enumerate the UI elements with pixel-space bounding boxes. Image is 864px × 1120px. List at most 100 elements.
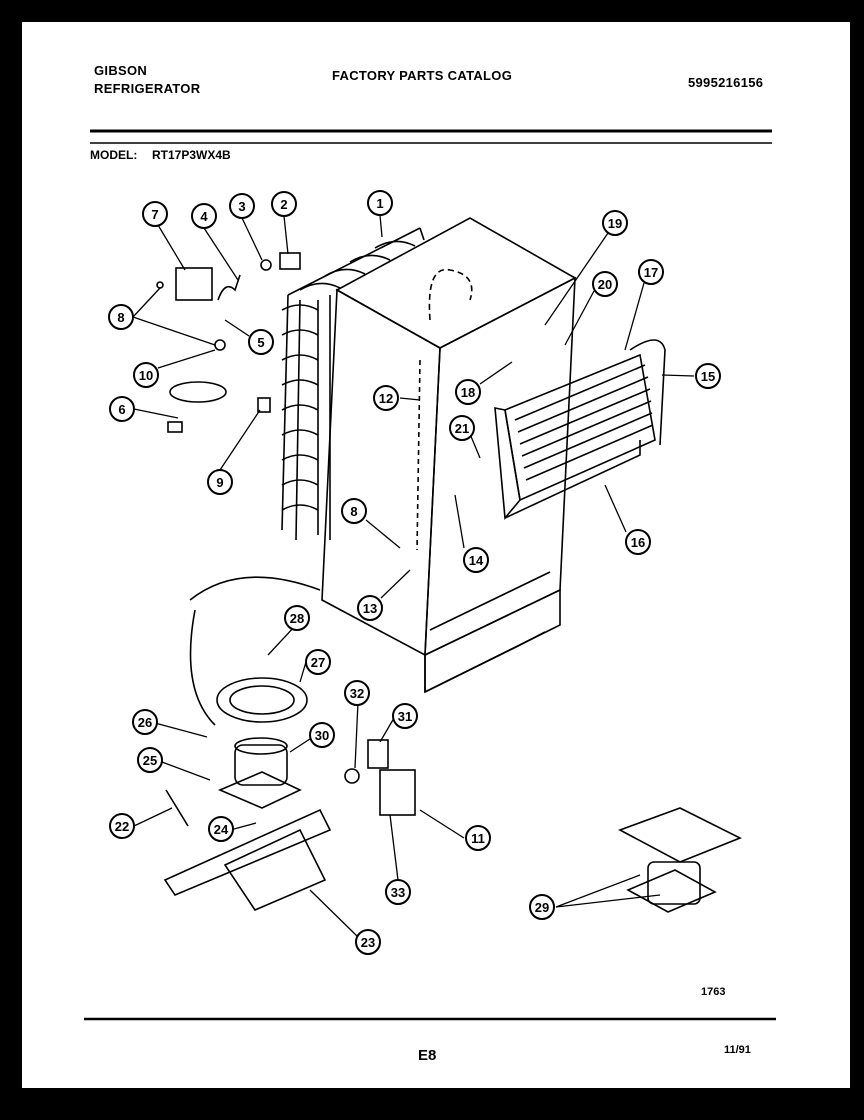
callout-17: 17 [638,259,664,285]
condenser-tube-23 [163,808,332,896]
svg-text:8: 8 [117,310,124,325]
svg-text:30: 30 [315,728,329,743]
catalog-title: FACTORY PARTS CATALOG [332,68,513,83]
svg-text:24: 24 [214,822,229,837]
callout-8-left: 8 [108,304,134,330]
refrigerator-cabinet [321,217,577,694]
svg-text:3: 3 [238,199,245,214]
svg-text:4: 4 [200,209,208,224]
svg-text:11: 11 [471,831,485,846]
catalog-number: 5995216156 [688,75,764,90]
svg-text:21: 21 [455,421,469,436]
callout-30: 30 [309,722,335,748]
condenser-coil [281,227,425,541]
svg-text:33: 33 [391,885,405,900]
svg-text:10: 10 [139,368,153,383]
wire-harness-4 [217,274,241,301]
relay-33 [379,769,416,816]
svg-text:27: 27 [311,655,325,670]
cabinet-top [335,217,577,349]
callout-12: 12 [373,385,399,411]
svg-text:18: 18 [461,385,475,400]
leader-lines [132,214,695,938]
callout-28: 28 [284,605,310,631]
left-hardware [156,252,301,433]
clip-9 [257,397,271,413]
cap-32 [344,768,360,784]
alternate-compressor [618,807,742,913]
callout-5: 5 [248,329,274,355]
page-number: E8 [418,1047,436,1064]
product-name: REFRIGERATOR [94,81,201,96]
compressor-assembly [163,576,416,911]
svg-text:26: 26 [138,715,152,730]
revision-date: 11/91 [724,1044,751,1056]
callout-33: 33 [385,879,411,905]
tube-12 [416,359,421,551]
svg-text:22: 22 [115,819,129,834]
callout-19: 19 [602,210,628,236]
svg-text:6: 6 [118,402,125,417]
compressor-body [234,744,288,786]
alt-compressor-body [647,861,701,905]
svg-text:2: 2 [280,197,287,212]
svg-text:20: 20 [598,277,612,292]
callout-27: 27 [305,649,331,675]
grommet-10 [214,339,226,351]
mounting-tray [223,828,327,911]
callout-15: 15 [695,363,721,389]
svg-text:8: 8 [350,504,357,519]
cabinet-base-front [424,588,561,694]
callout-22: 22 [109,813,135,839]
overload-31 [367,739,389,769]
callout-4: 4 [191,203,217,229]
callout-11: 11 [465,825,491,851]
thermostat-2 [279,252,301,270]
callout-9: 9 [207,469,233,495]
evaporator-assembly [494,339,666,520]
catalog-sheet [22,22,850,1088]
screw-3 [260,259,272,271]
callout-6: 6 [109,396,135,422]
compressor-grommet [216,677,308,723]
svg-text:16: 16 [631,535,645,550]
svg-text:25: 25 [143,753,157,768]
cabinet-left-side [321,288,441,657]
svg-text:7: 7 [151,207,158,222]
filter-drier-22 [165,789,189,827]
callout-26: 26 [132,709,158,735]
callout-25: 25 [137,747,163,773]
bracket-7 [175,267,213,301]
callout-10: 10 [133,362,159,388]
power-cord-6 [169,381,227,403]
callout-8-cabinet: 8 [341,498,367,524]
screw-8a [156,281,164,289]
callout-29: 29 [529,894,555,920]
model-number: RT17P3WX4B [152,148,231,162]
svg-text:9: 9 [216,475,223,490]
svg-text:23: 23 [361,935,375,950]
svg-text:28: 28 [290,611,304,626]
model-label: MODEL: [90,148,137,162]
alt-compressor-mount [618,807,742,863]
svg-text:32: 32 [350,686,364,701]
brand-name: GIBSON [94,63,148,78]
callout-31: 31 [392,703,418,729]
callout-21: 21 [449,415,475,441]
callout-14: 14 [463,547,489,573]
drawing-number: 1763 [701,986,725,998]
callout-23: 23 [355,929,381,955]
svg-text:15: 15 [701,369,715,384]
callout-13: 13 [357,595,383,621]
drain-tube-path [428,268,473,321]
callout-3: 3 [229,193,255,219]
callout-1: 1 [367,190,393,216]
svg-text:12: 12 [379,391,393,406]
callout-7: 7 [142,201,168,227]
callout-24: 24 [208,816,234,842]
svg-text:31: 31 [398,709,412,724]
svg-text:14: 14 [469,553,484,568]
callout-16: 16 [625,529,651,555]
callout-18: 18 [455,379,481,405]
